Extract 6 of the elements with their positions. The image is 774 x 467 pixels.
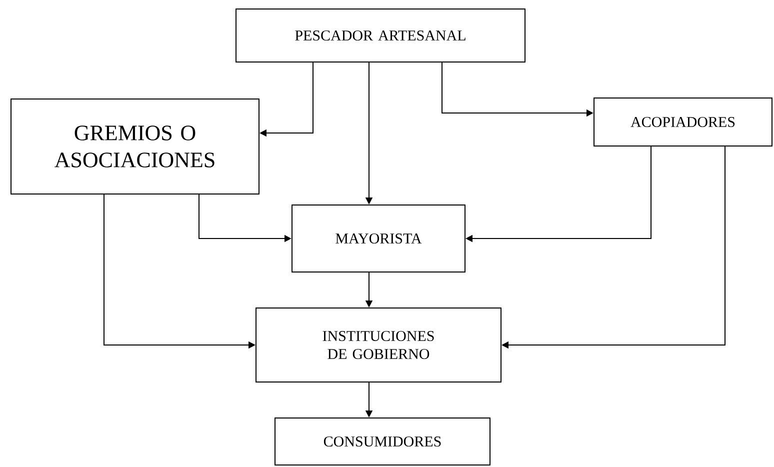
process-box: CONSUMIDORES — [274, 418, 490, 466]
process-box: MAYORISTA — [292, 204, 466, 272]
process-box: GREMIOS O ASOCIACIONES — [10, 98, 260, 194]
process-box: INSTITUCIONES DE GOBIERNO — [256, 308, 502, 382]
process-box: PESCADOR ARTESANAL — [236, 8, 526, 62]
process-box: ACOPIADORES — [594, 98, 772, 146]
